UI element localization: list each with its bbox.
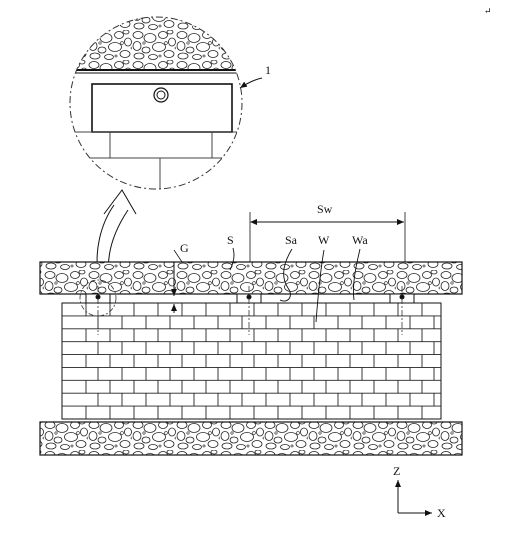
brick-wall [61,302,442,420]
axis-z-label: Z [393,464,400,478]
label-detail-ref: 1 [265,63,271,77]
detail-view [70,17,242,189]
detail-bolt [153,87,169,103]
detail-bricks [70,131,242,189]
detail-anchor-bracket [91,83,233,133]
gap-indicator [171,249,183,313]
anchor-centerlines [97,286,403,335]
anchor-brackets [85,293,415,304]
label-slab-anchor: Sa [285,233,298,247]
label-slab: S [227,233,234,247]
span-width-dimension [249,212,406,262]
detail-marker-circle [79,279,117,317]
axes-indicator [395,480,432,516]
label-span-width: Sw [317,202,333,216]
bottom-slab [39,421,463,456]
corner-mark: ↵ [484,6,492,16]
detail-circle-outline [69,16,243,190]
label-wall-anchor: Wa [352,233,368,247]
detail-slab-texture [70,17,242,70]
axis-x-label: X [437,506,446,520]
label-wall: W [318,233,330,247]
label-gap: G [180,241,189,255]
top-slab [39,261,463,295]
